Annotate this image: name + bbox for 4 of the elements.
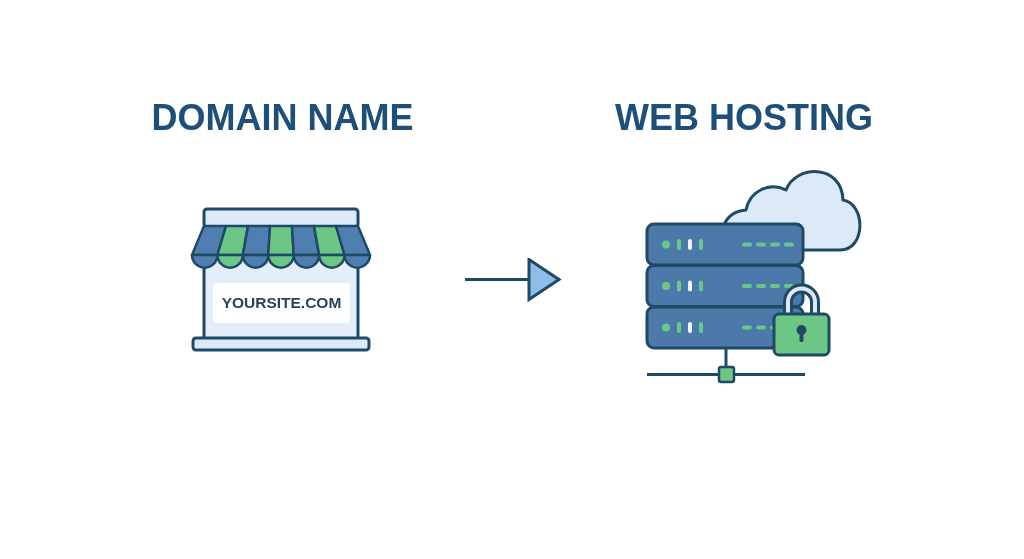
section-heading: DOMAIN NAME — [151, 98, 414, 138]
arrow — [465, 258, 561, 301]
sign-text: YOURSITE.COM — [221, 294, 342, 312]
section-heading: WEB HOSTING — [615, 98, 873, 138]
